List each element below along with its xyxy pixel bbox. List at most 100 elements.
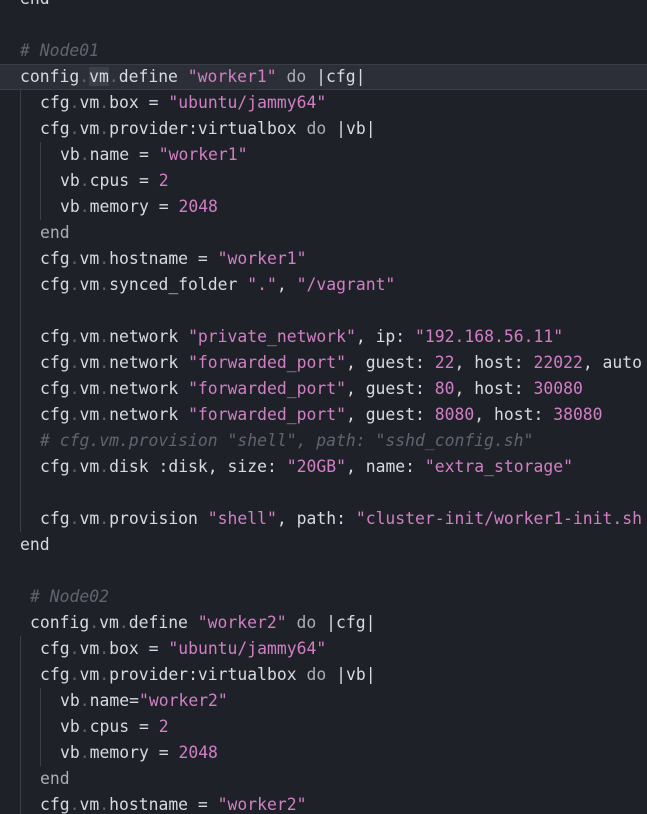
code-token: vm [79,665,100,684]
code-token: define [118,67,188,86]
code-token: vm [79,353,100,372]
code-line[interactable]: # Node01 [0,38,647,64]
code-token: "worker2" [217,795,307,814]
code-text: cfg.vm.hostname = "worker2" [40,792,306,814]
code-token: end [20,535,50,554]
code-token: vm [89,67,109,86]
code-line[interactable] [0,298,647,324]
code-token: = [148,93,169,112]
code-token: vm [79,405,100,424]
indent-guide [20,220,21,246]
code-token: . [69,275,80,294]
code-line[interactable]: end [0,0,647,12]
code-text: config.vm.define "worker1" do |cfg| [20,64,365,90]
code-line[interactable]: end [0,766,647,792]
indent-guide [20,272,21,298]
code-line[interactable]: vb.memory = 2048 [0,194,647,220]
code-line[interactable]: # Node02 [0,584,647,610]
code-token: |vb| [336,119,376,138]
code-token: provider [109,665,189,684]
code-token: . [99,639,110,658]
code-token: do [286,613,327,632]
code-token: cfg [40,379,70,398]
code-token: vm [79,379,100,398]
code-line[interactable]: cfg.vm.provision "shell", path: "cluster… [0,506,647,532]
code-token: cfg [40,275,70,294]
code-token: :virtualbox [188,665,297,684]
indent-guide [40,688,41,714]
code-line[interactable]: vb.name="worker2" [0,688,647,714]
code-token: provision [109,509,208,528]
code-token: |cfg| [316,67,366,86]
code-text: end [20,532,50,558]
code-token: "worker2" [138,691,228,710]
indent-guide [20,428,21,454]
code-text: cfg.vm.network "forwarded_port", guest: … [40,402,603,428]
code-token: vb [60,145,80,164]
code-line[interactable]: cfg.vm.disk :disk, size: "20GB", name: "… [0,454,647,480]
code-token: "private_network" [188,327,356,346]
code-line[interactable]: cfg.vm.hostname = "worker1" [0,246,647,272]
code-token: cfg [40,509,70,528]
code-token: 22022 [533,353,583,372]
code-line[interactable]: cfg.vm.synced_folder ".", "/vagrant" [0,272,647,298]
code-line[interactable]: cfg.vm.network "forwarded_port", guest: … [0,402,647,428]
code-line[interactable]: cfg.vm.hostname = "worker2" [0,792,647,814]
code-token: "worker2" [197,613,287,632]
code-token: "extra_storage" [424,457,573,476]
code-line[interactable] [0,12,647,38]
code-line[interactable]: vb.name = "worker1" [0,142,647,168]
code-line[interactable]: end [0,532,647,558]
code-line[interactable] [0,558,647,584]
code-token: name [89,691,130,710]
code-token: . [69,795,80,814]
code-text: cfg.vm.box = "ubuntu/jammy64" [40,636,326,662]
code-token: # Node02 [30,587,109,606]
code-token: cfg [40,795,70,814]
code-line[interactable]: cfg.vm.box = "ubuntu/jammy64" [0,636,647,662]
code-text: cfg.vm.network "forwarded_port", guest: … [40,350,642,376]
code-line[interactable]: # cfg.vm.provision "shell", path: "sshd_… [0,428,647,454]
code-text: cfg.vm.synced_folder ".", "/vagrant" [40,272,395,298]
code-token: define [128,613,198,632]
code-line[interactable]: vb.memory = 2048 [0,740,647,766]
code-line[interactable]: cfg.vm.network "forwarded_port", guest: … [0,350,647,376]
code-line[interactable] [0,480,647,506]
indent-guide [40,194,41,220]
code-token: . [69,509,80,528]
code-token: . [79,171,90,190]
code-token: , host: [454,353,534,372]
code-token: . [79,743,90,762]
code-token: end [40,769,70,788]
code-token: vm [79,327,100,346]
code-token: . [99,93,110,112]
code-token: memory [89,197,159,216]
code-token: end [20,0,50,8]
code-line[interactable]: config.vm.define "worker1" do |cfg| [0,64,647,90]
code-token: |cfg| [326,613,376,632]
code-line[interactable]: cfg.vm.network "private_network", ip: "1… [0,324,647,350]
code-line[interactable]: vb.cpus = 2 [0,714,647,740]
code-line[interactable]: cfg.vm.provider:virtualbox do |vb| [0,662,647,688]
code-token: end [40,223,70,242]
code-line[interactable]: cfg.vm.network "forwarded_port", guest: … [0,376,647,402]
code-token: vm [79,119,100,138]
code-text: vb.cpus = 2 [60,714,169,740]
code-token: = [148,639,169,658]
code-token: cpus [89,171,139,190]
code-line[interactable]: cfg.vm.provider:virtualbox do |vb| [0,116,647,142]
code-token: config [30,613,90,632]
code-line[interactable]: end [0,220,647,246]
indent-guide [20,636,21,662]
code-token: network [109,379,189,398]
code-token: cfg [40,639,70,658]
code-token: , guest: [345,379,435,398]
code-token: :disk, size: [158,457,287,476]
code-line[interactable]: config.vm.define "worker2" do |cfg| [0,610,647,636]
code-token: = [138,145,159,164]
code-line[interactable]: cfg.vm.box = "ubuntu/jammy64" [0,90,647,116]
code-token: = [129,691,139,710]
code-token: , [276,275,297,294]
code-line[interactable]: vb.cpus = 2 [0,168,647,194]
